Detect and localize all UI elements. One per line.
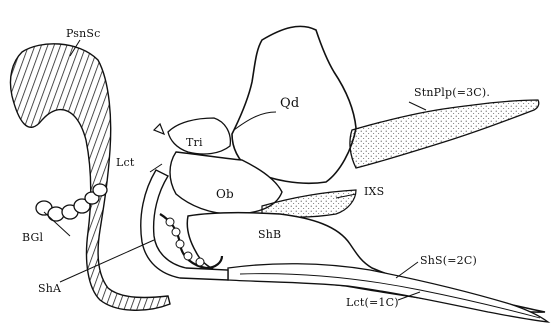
label-shs: ShS(=2C) <box>420 254 477 267</box>
label-ixs: IXS <box>364 185 384 198</box>
label-stnplp: StnPlp(=3C). <box>414 86 490 99</box>
tri-spur <box>154 124 164 134</box>
stapedial-process <box>350 100 539 168</box>
label-lct1: Lct(=1C) <box>346 296 399 309</box>
label-shb: ShB <box>258 228 281 241</box>
label-ob: Ob <box>216 187 234 201</box>
label-bgl: BGl <box>22 231 43 244</box>
label-qd: Qd <box>280 96 299 111</box>
label-psnsc: PsnSc <box>66 27 101 40</box>
label-lct: Lct <box>116 156 135 169</box>
lct-shaft <box>228 264 548 322</box>
label-tri: Tri <box>186 136 203 149</box>
pisiform-sac <box>10 44 170 310</box>
label-sha: ShA <box>38 282 61 295</box>
